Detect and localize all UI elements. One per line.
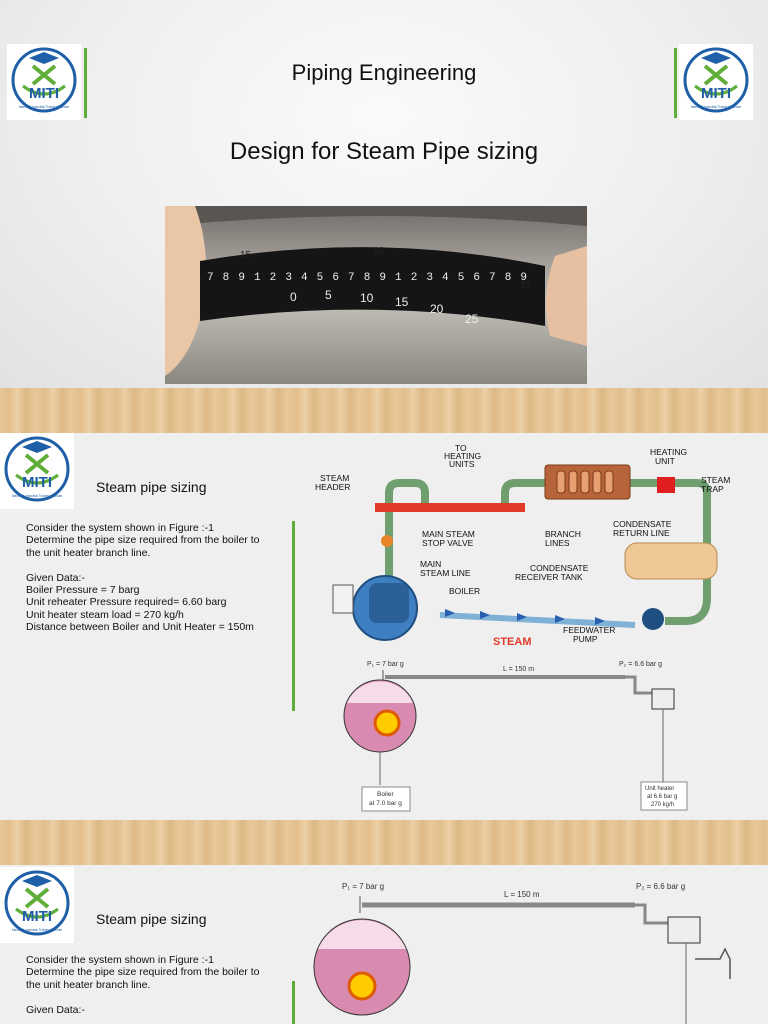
tape-number: 15 (395, 295, 409, 309)
tape-number: 16 (373, 246, 385, 257)
section-heading: Steam pipe sizing (96, 479, 207, 495)
tape-number: 10 (360, 291, 374, 305)
condensate-receiver-tank (624, 542, 718, 580)
section-heading: Steam pipe sizing (96, 911, 207, 927)
logo-tagline: Marishot Industrial Training Institute (19, 105, 70, 109)
tape-number: 0 (290, 290, 297, 304)
wood-separator (0, 388, 768, 433)
miti-logo-left: MITI Marishot Industrial Training Instit… (7, 44, 81, 120)
accent-line (84, 48, 87, 118)
unit-heater-icon (667, 916, 701, 944)
logo-text: MITI (22, 908, 52, 925)
steam-header-pipe (375, 503, 525, 512)
tape-number: 17 (520, 280, 532, 291)
steam-trap (657, 477, 675, 493)
page-title: Piping Engineering (291, 60, 477, 85)
logo-text: MITI (29, 85, 59, 102)
accent-line (674, 48, 677, 118)
pipe-run-figure: P₁ = 7 bar g L = 150 m P₂ = 6.6 bar g (313, 882, 731, 1024)
left-finger (165, 206, 207, 376)
tape-number: 25 (465, 312, 479, 326)
tape-number: 15 (240, 250, 252, 261)
logo-tagline: Marishot Industrial Training Institute (12, 494, 63, 498)
label-p2: P₂ = 6.6 bar g (619, 661, 662, 668)
wood-separator (0, 820, 768, 865)
tape-number: 5 (325, 288, 332, 302)
slide-3: MITI Marishot Industrial Training Instit… (0, 865, 768, 1024)
tape-digits: 789123456789123456789 (207, 272, 527, 284)
logo-tagline: Marishot Industrial Training Institute (12, 928, 63, 932)
label-length: L = 150 m (503, 666, 534, 673)
measuring-tape (200, 247, 545, 326)
accent-line (292, 521, 295, 711)
slide-1: MITI Marishot Industrial Training Instit… (0, 0, 768, 388)
stop-valve-icon (381, 535, 393, 547)
pipe-run-figure: P₁ = 7 bar g L = 150 m P₂ = 6.6 bar g Bo… (343, 661, 688, 812)
problem-text: Consider the system shown in Figure :-1 … (26, 954, 260, 1016)
miti-logo: MITI Marishot Industrial Training Instit… (0, 867, 74, 943)
feedwater-pump-icon (642, 608, 664, 630)
label-boiler: BOILER (449, 586, 480, 596)
problem-text: Consider the system shown in Figure :-1 … (26, 522, 260, 634)
slide-2: MITI Marishot Industrial Training Instit… (0, 433, 768, 820)
burner-icon (347, 971, 377, 1001)
label-p1: P₁ = 7 bar g (367, 661, 404, 668)
miti-logo: MITI Marishot Industrial Training Instit… (0, 433, 74, 509)
page-subtitle: Design for Steam Pipe sizing (229, 138, 539, 165)
pipe-tape-photo: 15 16 17 789123456789123456789 0 5 10 15… (165, 206, 587, 384)
label-p1: P₁ = 7 bar g (342, 882, 384, 891)
right-finger (546, 246, 587, 346)
logo-text: MITI (22, 474, 52, 491)
accent-line (292, 981, 295, 1024)
logo-text: MITI (701, 85, 731, 102)
miti-logo-right: MITI Marishot Industrial Training Instit… (679, 44, 753, 120)
burner-icon (373, 709, 401, 737)
logo-tagline: Marishot Industrial Training Institute (691, 105, 742, 109)
flow-arrows (445, 609, 605, 625)
label-p2: P₂ = 6.6 bar g (636, 882, 685, 891)
label-length: L = 150 m (504, 890, 540, 899)
label-steam: STEAM (493, 636, 532, 648)
unit-heater-icon (651, 688, 675, 710)
tape-number: 20 (430, 302, 444, 316)
